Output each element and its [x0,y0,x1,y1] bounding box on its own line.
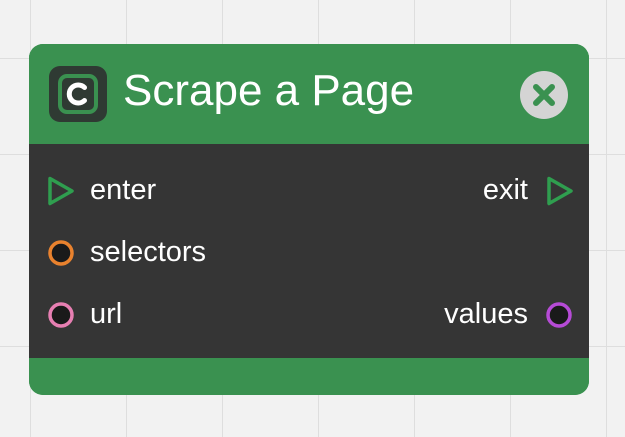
output-port-exit[interactable]: exit [409,170,574,210]
data-pin-icon [48,240,74,266]
node-title: Scrape a Page [123,66,415,115]
input-port-selectors[interactable]: selectors [46,232,286,272]
node-c-icon [49,66,107,122]
input-port-url[interactable]: url [46,294,196,334]
exec-triangle-icon [48,176,74,206]
data-pin-icon [48,302,74,328]
data-pin-icon [546,302,572,328]
port-label-selectors: selectors [90,236,207,268]
port-label-values: values [444,298,528,330]
node-header[interactable]: Scrape a Page [29,44,589,144]
close-icon [533,84,555,106]
port-label-enter: enter [90,174,157,206]
port-label-url: url [90,298,123,330]
input-port-enter[interactable]: enter [47,170,247,210]
close-button[interactable] [520,71,568,119]
exec-triangle-icon [547,176,573,206]
node-footer [29,358,589,395]
port-label-exit: exit [482,174,528,206]
output-port-values[interactable]: values [379,294,574,334]
scrape-page-node[interactable]: Scrape a Page enter exit select [29,44,589,395]
node-body: enter exit selectors url values [29,144,589,358]
